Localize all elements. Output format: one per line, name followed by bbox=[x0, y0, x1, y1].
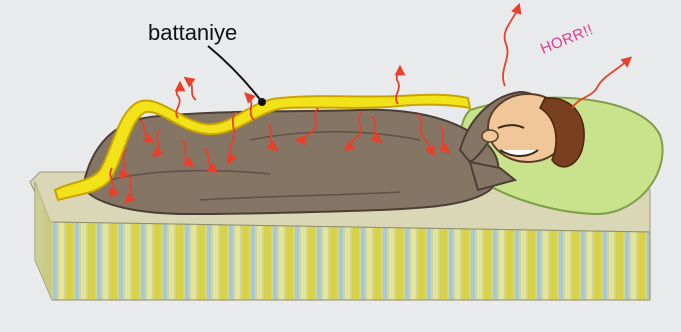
sleeping-body bbox=[85, 110, 498, 214]
pointer-line bbox=[208, 46, 262, 102]
heat-arrow-icon bbox=[503, 8, 518, 86]
blanket-label: battaniye bbox=[148, 20, 237, 46]
heat-arrow-icon bbox=[188, 80, 196, 100]
